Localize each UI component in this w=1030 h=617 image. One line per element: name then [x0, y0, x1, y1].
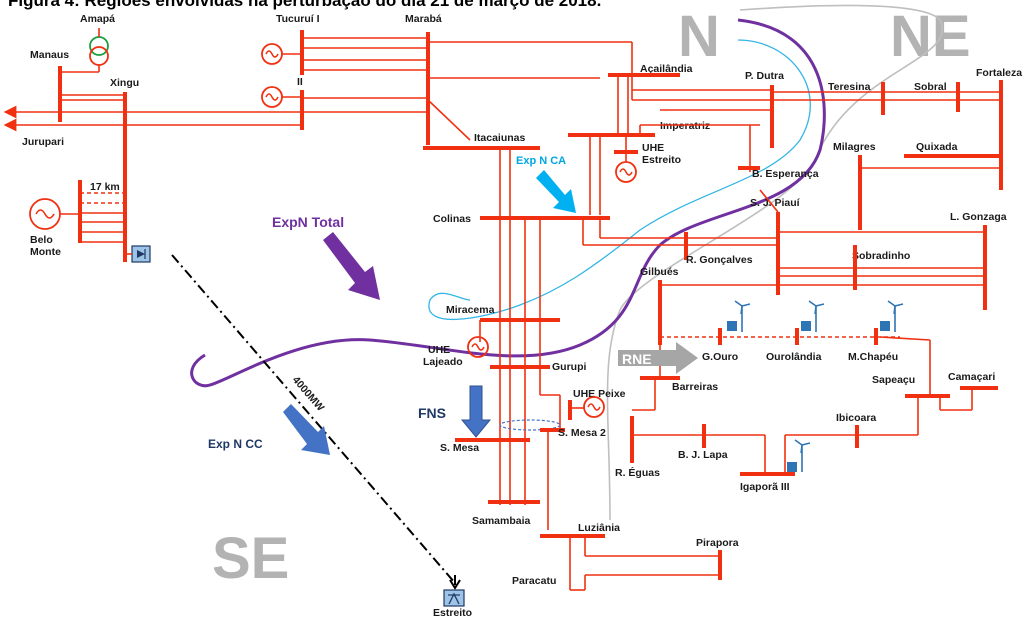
label-igapora: Igaporã III: [740, 481, 790, 493]
label-uhe-lajeado: UHE: [428, 344, 450, 356]
label-milagres: Milagres: [833, 141, 876, 153]
label-lajeado: Lajeado: [423, 356, 463, 368]
rne-arrow-icon: [618, 342, 698, 374]
label-uhe-peixe: UHE Peixe: [573, 388, 626, 400]
label-teresina: Teresina: [828, 81, 871, 93]
label-uhe-estreito: UHE: [642, 142, 664, 154]
label-bjlapa: B. J. Lapa: [678, 449, 728, 461]
label-imperatriz: Imperatriz: [660, 120, 710, 132]
expn-cc-arrow-icon: [283, 404, 330, 455]
label-pdutra: P. Dutra: [745, 70, 784, 82]
label-barreiras: Barreiras: [672, 381, 718, 393]
label-rgoncalves: R. Gonçalves: [686, 254, 753, 266]
label-fns: FNS: [418, 405, 446, 421]
label-expn-total: ExpN Total: [272, 214, 344, 230]
label-rne: RNE: [622, 351, 652, 367]
label-samambaia: Samambaia: [472, 515, 531, 527]
wind-turbine-gouro-icon: [727, 300, 751, 332]
uhe-peixe-generator: [583, 396, 605, 418]
region-n-label: N: [678, 4, 720, 69]
label-gouro: G.Ouro: [702, 351, 738, 363]
tucurui-ii-generator: [261, 86, 302, 108]
region-ne-label: NE: [890, 4, 971, 69]
label-estreito-dc: Estreito: [433, 607, 472, 617]
uhe-estreito-generator: [615, 161, 637, 183]
expn-ca-arrow-icon: [536, 170, 576, 213]
label-xingu: Xingu: [110, 77, 139, 89]
tucurui-i-generator: [261, 43, 302, 65]
wind-turbine-ourolandia-icon: [801, 300, 825, 332]
label-mchapeu: M.Chapéu: [848, 351, 898, 363]
amapa-substation: [89, 28, 109, 72]
hvdc-line: [171, 254, 456, 584]
figure-title: Figura 4: Regiões envolvidas na perturba…: [8, 0, 601, 10]
region-se-label: SE: [212, 526, 289, 591]
label-4000mw: 4000MW: [290, 374, 327, 414]
label-reguas: R. Éguas: [615, 466, 660, 479]
label-ourolandia: Ourolândia: [766, 351, 822, 363]
label-belo: Belo: [30, 234, 53, 246]
label-jurupari: Jurupari: [22, 136, 64, 148]
label-pirapora: Pirapora: [696, 537, 739, 549]
wind-turbine-mchapeu-icon: [880, 300, 904, 332]
label-smesa: S. Mesa: [440, 442, 479, 454]
fns-arrow-icon: [460, 385, 492, 438]
label-lgonzaga: L. Gonzaga: [950, 211, 1007, 223]
label-gurupi: Gurupi: [552, 361, 586, 373]
label-ibicoara: Ibicoara: [836, 412, 876, 424]
label-maraba: Marabá: [405, 13, 442, 25]
converter-xingu-icon: [131, 245, 151, 263]
label-acailandia: Açailândia: [640, 63, 693, 75]
label-paracatu: Paracatu: [512, 575, 556, 587]
label-sobral: Sobral: [914, 81, 947, 93]
label-tucurui-ii: II: [297, 76, 303, 88]
label-monte: Monte: [30, 246, 61, 258]
label-luziania: Luziânia: [578, 522, 620, 534]
label-sapeacu: Sapeaçu: [872, 374, 915, 386]
wind-turbine-igapora-icon: [787, 439, 811, 472]
label-smesa2: S. Mesa 2: [558, 427, 606, 439]
label-sjpiaui: S. J. Piauí: [750, 197, 801, 209]
label-expn-cc: Exp N CC: [208, 437, 263, 451]
boundary-cyan: [428, 39, 811, 321]
converter-estreito-icon: [443, 589, 465, 607]
region-boundary-gray: [606, 4, 944, 521]
label-besperanca: B. Esperança: [752, 168, 819, 180]
label-expn-ca: Exp N CA: [516, 155, 566, 167]
label-sobradinho: Sobradinho: [852, 250, 910, 262]
label-manaus: Manaus: [30, 49, 69, 61]
label-colinas: Colinas: [433, 213, 471, 225]
label-amapa: Amapá: [80, 13, 115, 25]
label-tucurui: Tucuruí I: [276, 13, 320, 25]
label-itacaiunas: Itacaiunas: [474, 132, 526, 144]
expn-total-arrow-icon: [323, 232, 380, 300]
uhe-lajeado-generator: [467, 336, 489, 358]
label-17km: 17 km: [90, 181, 120, 193]
label-miracema: Miracema: [446, 304, 495, 316]
label-quixada: Quixada: [916, 141, 958, 153]
label-camacari: Camaçari: [948, 371, 995, 383]
belo-monte-generator: [29, 198, 80, 230]
label-fortaleza: Fortaleza: [976, 67, 1022, 79]
expn-total-boundary: [190, 18, 826, 388]
label-estreito: Estreito: [642, 154, 681, 166]
label-gilbues: Gilbués: [640, 266, 679, 278]
